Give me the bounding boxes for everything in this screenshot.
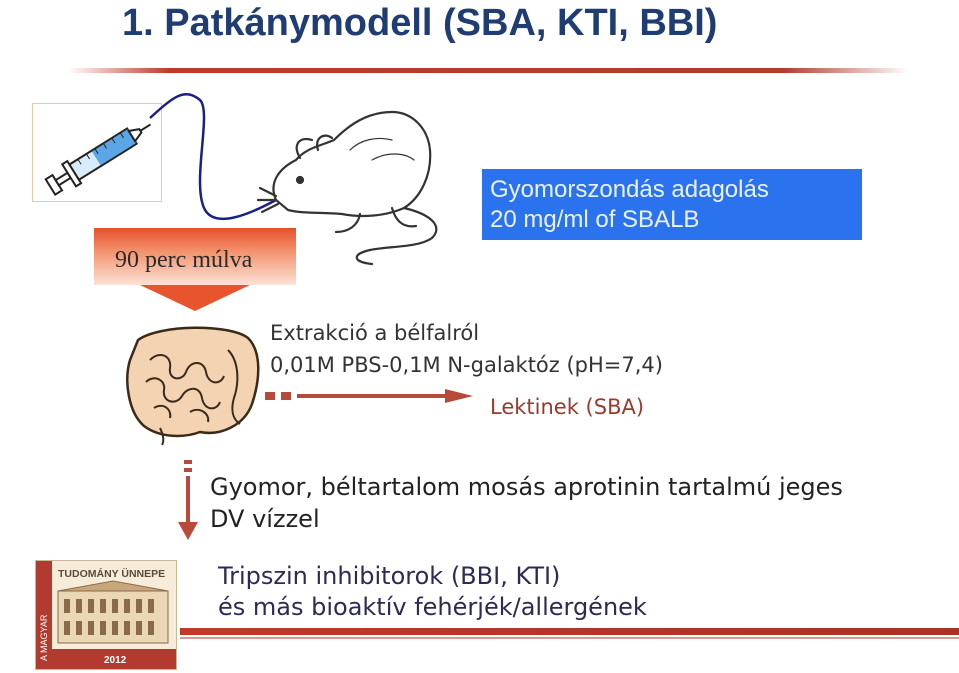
- wash-line-2: DV vízzel: [210, 505, 320, 533]
- administration-line-2: 20 mg/ml of SBALB: [490, 206, 700, 233]
- result-line-1: Tripszin inhibitorok (BBI, KTI): [218, 562, 561, 590]
- wait-time-label: 90 perc múlva: [115, 247, 253, 273]
- wait-time-box: 90 perc múlva: [94, 228, 296, 285]
- syringe-illustration-frame: [32, 103, 162, 202]
- wash-line-1: Gyomor, béltartalom mosás aprotinin tart…: [210, 473, 843, 501]
- intestine-icon: [126, 326, 260, 445]
- slide-title: 1. Patkánymodell (SBA, KTI, BBI): [122, 2, 718, 44]
- down-arrow-2-icon: [178, 460, 198, 540]
- logo-artwork: A MAGYAR TUDOMÁNY ÜNNEPE 2012: [36, 561, 176, 669]
- svg-text:2012: 2012: [104, 655, 127, 666]
- event-logo: A MAGYAR TUDOMÁNY ÜNNEPE 2012: [35, 560, 177, 670]
- footer-bar: [180, 628, 959, 635]
- administration-box: Gyomorszondás adagolás 20 mg/ml of SBALB: [482, 169, 862, 240]
- lectins-label: Lektinek (SBA): [490, 395, 645, 419]
- rat-icon: [256, 110, 438, 266]
- extraction-line-1: Extrakció a bélfalról: [270, 321, 480, 345]
- svg-text:TUDOMÁNY ÜNNEPE: TUDOMÁNY ÜNNEPE: [58, 567, 165, 580]
- right-arrow-icon: [265, 389, 473, 403]
- down-arrow-icon: [140, 285, 250, 311]
- feeding-tube: [149, 92, 277, 220]
- title-underline: [68, 68, 908, 73]
- extraction-line-2: 0,01M PBS-0,1M N-galaktóz (pH=7,4): [270, 353, 663, 377]
- svg-text:A MAGYAR: A MAGYAR: [39, 614, 49, 661]
- footer-bar-thin: [180, 637, 959, 639]
- syringe-icon: [44, 123, 152, 196]
- administration-line-1: Gyomorszondás adagolás: [490, 176, 769, 203]
- result-line-2: és más bioaktív fehérjék/allergének: [218, 593, 647, 621]
